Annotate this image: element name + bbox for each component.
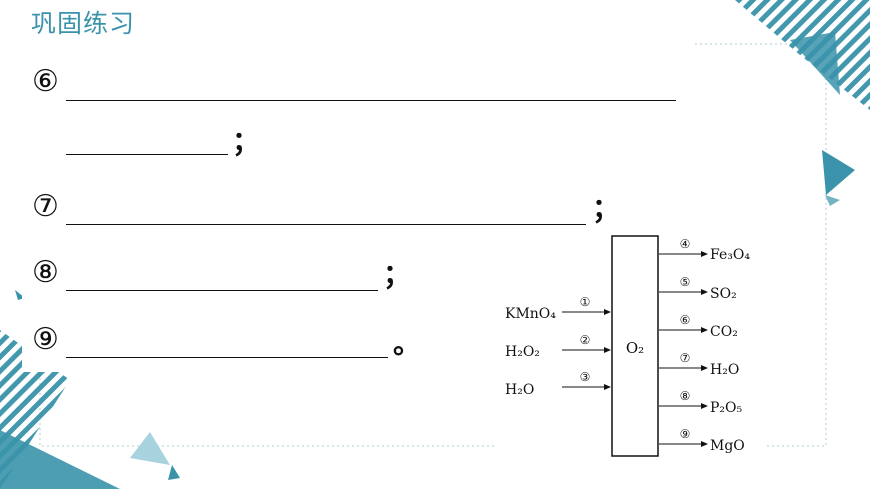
question-number: ⑦ xyxy=(32,189,59,224)
answer-blank[interactable] xyxy=(66,154,228,155)
output-mgo: ⑨ MgO xyxy=(659,427,745,454)
input-h2o2: H₂O₂ ② xyxy=(505,333,611,360)
output-so2: ⑤ SO₂ xyxy=(659,275,737,302)
center-label: O₂ xyxy=(626,339,644,357)
output-p2o5: ⑧ P₂O₅ xyxy=(659,389,743,416)
reaction-number: ⑧ xyxy=(680,389,691,403)
reaction-number: ② xyxy=(580,333,591,347)
input-h2o: H₂O ③ xyxy=(505,370,611,398)
oxygen-reaction-diagram: O₂ KMnO₄ ① H₂O₂ ② H₂O ③ ④ Fe₃O₄ ⑤ SO₂ ⑥ … xyxy=(497,232,767,462)
reactant-label: H₂O xyxy=(505,382,534,398)
answer-blank[interactable] xyxy=(66,290,378,291)
question-6-row: ⑥ xyxy=(0,62,700,102)
product-label: CO₂ xyxy=(710,324,738,340)
question-6-continuation-row: ； xyxy=(0,122,700,162)
reaction-number: ① xyxy=(580,295,591,309)
reaction-number: ③ xyxy=(580,370,591,384)
semicolon: ； xyxy=(383,258,412,291)
reaction-number: ⑦ xyxy=(680,351,691,365)
question-number: ⑨ xyxy=(32,322,59,357)
product-label: MgO xyxy=(710,438,745,454)
semicolon: ； xyxy=(592,192,621,225)
output-h2o: ⑦ H₂O xyxy=(659,351,739,378)
reaction-number: ⑨ xyxy=(680,427,691,441)
oxygen-box xyxy=(611,235,659,457)
answer-blank[interactable] xyxy=(66,357,388,358)
reactant-label: H₂O₂ xyxy=(505,344,540,360)
question-9-row: ⑨ 。 xyxy=(0,320,700,360)
reaction-number: ④ xyxy=(680,237,691,251)
product-label: Fe₃O₄ xyxy=(710,247,750,263)
reaction-number: ⑥ xyxy=(680,313,691,327)
answer-blank[interactable] xyxy=(66,100,676,101)
period: 。 xyxy=(393,327,422,360)
input-kmno4: KMnO₄ ① xyxy=(505,295,611,322)
reaction-number: ⑤ xyxy=(680,275,691,289)
answer-blank[interactable] xyxy=(66,224,586,225)
product-label: P₂O₅ xyxy=(710,400,743,416)
reactant-label: KMnO₄ xyxy=(505,306,556,322)
question-8-row: ⑧ ； xyxy=(0,253,700,293)
output-co2: ⑥ CO₂ xyxy=(659,313,738,340)
product-label: SO₂ xyxy=(710,286,737,302)
question-7-row: ⑦ ； xyxy=(0,187,700,227)
output-fe3o4: ④ Fe₃O₄ xyxy=(659,237,750,263)
page-title: 巩固练习 xyxy=(31,9,136,38)
product-label: H₂O xyxy=(710,362,739,378)
question-number: ⑥ xyxy=(32,64,59,99)
semicolon: ； xyxy=(232,125,261,158)
question-number: ⑧ xyxy=(32,255,59,290)
